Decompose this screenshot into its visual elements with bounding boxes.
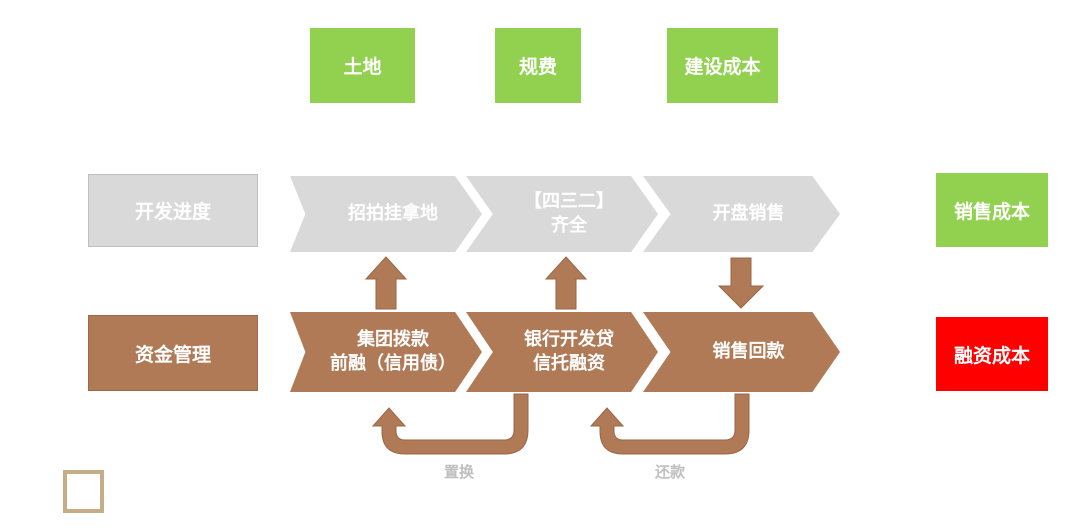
financing-cost-label: 融资成本: [953, 344, 1030, 367]
sales-cost-box: 销售成本: [936, 173, 1048, 247]
funds-label-box: 资金管理: [88, 315, 258, 391]
land-cost-label: 土地: [343, 56, 382, 78]
financing-cost-box: 融资成本: [936, 317, 1048, 391]
progress-step-label: 招拍挂拿地: [348, 203, 438, 224]
corner-square-decoration: [63, 470, 104, 513]
funds-label: 资金管理: [134, 343, 211, 366]
progress-step-permits: 【四三二】 齐全: [466, 176, 658, 252]
funds-step-bank-loan: 银行开发贷 信托融资: [466, 312, 658, 392]
progress-step-sales-launch: 开盘销售: [643, 176, 840, 252]
up-arrow-icon: [364, 256, 408, 310]
funds-step-label: 销售回款: [712, 341, 785, 362]
u-turn-arrow-icon: [589, 393, 750, 455]
progress-step-label: 开盘销售: [712, 203, 785, 224]
progress-step-label: 【四三二】 齐全: [524, 191, 614, 236]
fees-cost-box: 规费: [495, 28, 581, 103]
construction-cost-label: 建设成本: [684, 56, 761, 78]
down-arrow-icon: [717, 257, 765, 309]
progress-label-box: 开发进度: [88, 174, 258, 247]
construction-cost-box: 建设成本: [667, 28, 778, 103]
funds-step-label: 银行开发贷 信托融资: [524, 329, 614, 374]
land-cost-box: 土地: [310, 28, 415, 103]
funds-step-group-funding: 集团拨款 前融（信用债）: [290, 312, 482, 392]
replace-caption: 置换: [444, 463, 475, 481]
progress-label: 开发进度: [134, 201, 211, 223]
u-turn-arrow-icon: [371, 393, 529, 455]
repay-caption: 还款: [655, 463, 686, 481]
fees-cost-label: 规费: [518, 56, 557, 78]
up-arrow-icon: [544, 256, 588, 310]
progress-step-land-acquisition: 招拍挂拿地: [290, 176, 482, 252]
funds-step-label: 集团拨款 前融（信用债）: [330, 329, 456, 374]
sales-cost-label: 销售成本: [953, 200, 1030, 223]
funds-step-sales-proceeds: 销售回款: [643, 312, 840, 392]
